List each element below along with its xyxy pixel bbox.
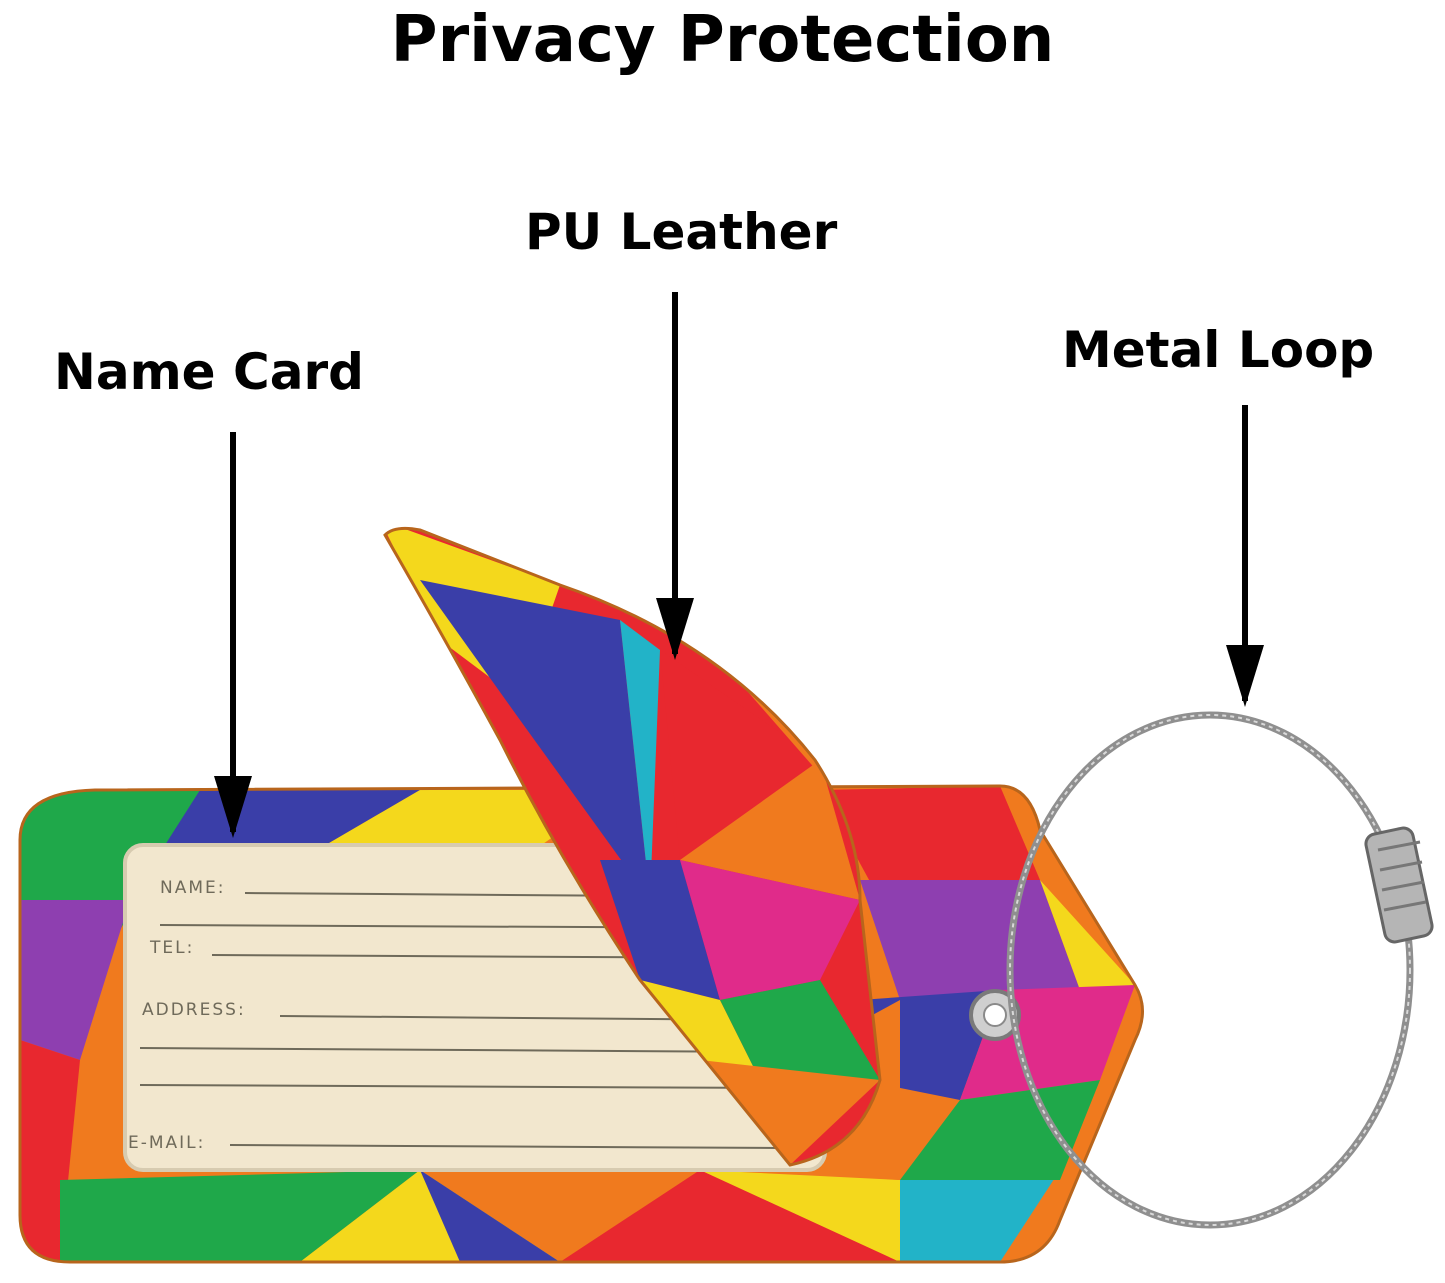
card-field-tel: TEL: — [150, 938, 195, 958]
card-field-email: E-MAIL: — [128, 1133, 206, 1153]
metal-loop-arrow — [1226, 405, 1264, 707]
screw-lock — [1364, 826, 1434, 944]
pu-leather-arrow — [656, 292, 694, 660]
metal-loop-label: Metal Loop — [1062, 321, 1375, 379]
name-card-label: Name Card — [54, 343, 364, 401]
name-card-arrow — [214, 432, 252, 838]
pu-leather-label: PU Leather — [525, 203, 838, 261]
card-field-address: ADDRESS: — [142, 1000, 246, 1020]
page-title: Privacy Protection — [390, 3, 1055, 77]
card-field-name: NAME: — [160, 878, 226, 898]
